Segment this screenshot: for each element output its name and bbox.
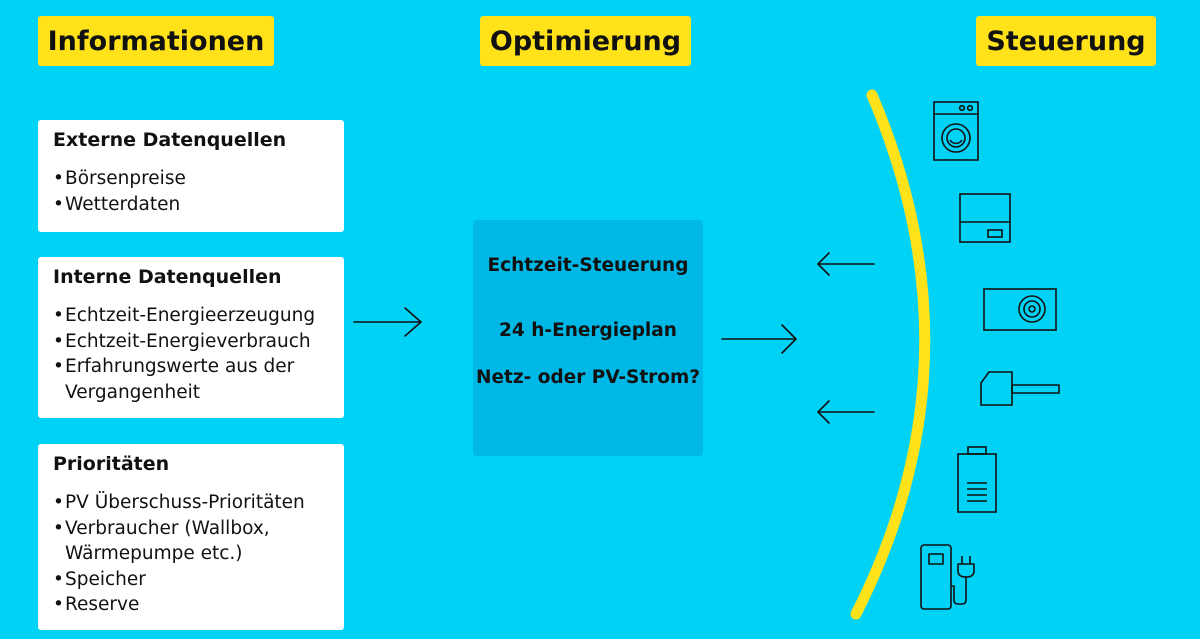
list-item: Echtzeit-Energieerzeugung <box>53 303 330 329</box>
heater-icon <box>980 371 1060 406</box>
box-interne-datenquellen: Interne Datenquellen Echtzeit-Energieerz… <box>38 257 344 418</box>
battery-icon <box>957 446 997 513</box>
arrow-left-icon <box>817 400 875 424</box>
heat-pump-icon <box>983 288 1057 331</box>
list-item: Wetterdaten <box>53 192 330 218</box>
center-label-energieplan: 24 h-Energieplan <box>499 320 677 341</box>
header-optimierung: Optimierung <box>480 16 691 66</box>
optimization-box: Echtzeit-Steuerung 24 h-Energieplan Netz… <box>473 220 703 456</box>
box-prioritaeten: Prioritäten PV Überschuss-Prioritäten Ve… <box>38 444 344 630</box>
arrow-right-icon <box>721 324 797 354</box>
box-title: Prioritäten <box>53 453 170 475</box>
header-steuerung: Steuerung <box>976 16 1156 66</box>
list-item: Börsenpreise <box>53 166 330 192</box>
list-item: PV Überschuss-Prioritäten <box>53 490 330 516</box>
box-title: Interne Datenquellen <box>53 266 282 288</box>
box-title: Externe Datenquellen <box>53 129 287 151</box>
list-item: Erfahrungswerte aus der Vergangenheit <box>53 354 330 405</box>
yellow-arc <box>850 89 931 620</box>
box-externe-datenquellen: Externe Datenquellen Börsenpreise Wetter… <box>38 120 344 232</box>
washing-machine-icon <box>933 101 979 161</box>
arrow-right-icon <box>353 307 422 337</box>
charging-station-icon <box>920 544 975 610</box>
list-item: Speicher <box>53 567 330 593</box>
list-item: Verbraucher (Wallbox, Wärmepumpe etc.) <box>53 516 330 567</box>
header-informationen: Informationen <box>38 16 274 66</box>
center-label-echtzeit-steuerung: Echtzeit-Steuerung <box>487 255 689 276</box>
center-label-netz-pv: Netz- oder PV-Strom? <box>475 367 701 388</box>
dishwasher-icon <box>959 193 1011 243</box>
list-item: Echtzeit-Energieverbrauch <box>53 329 330 355</box>
list-item: Reserve <box>53 592 330 618</box>
arrow-left-icon <box>817 252 875 276</box>
